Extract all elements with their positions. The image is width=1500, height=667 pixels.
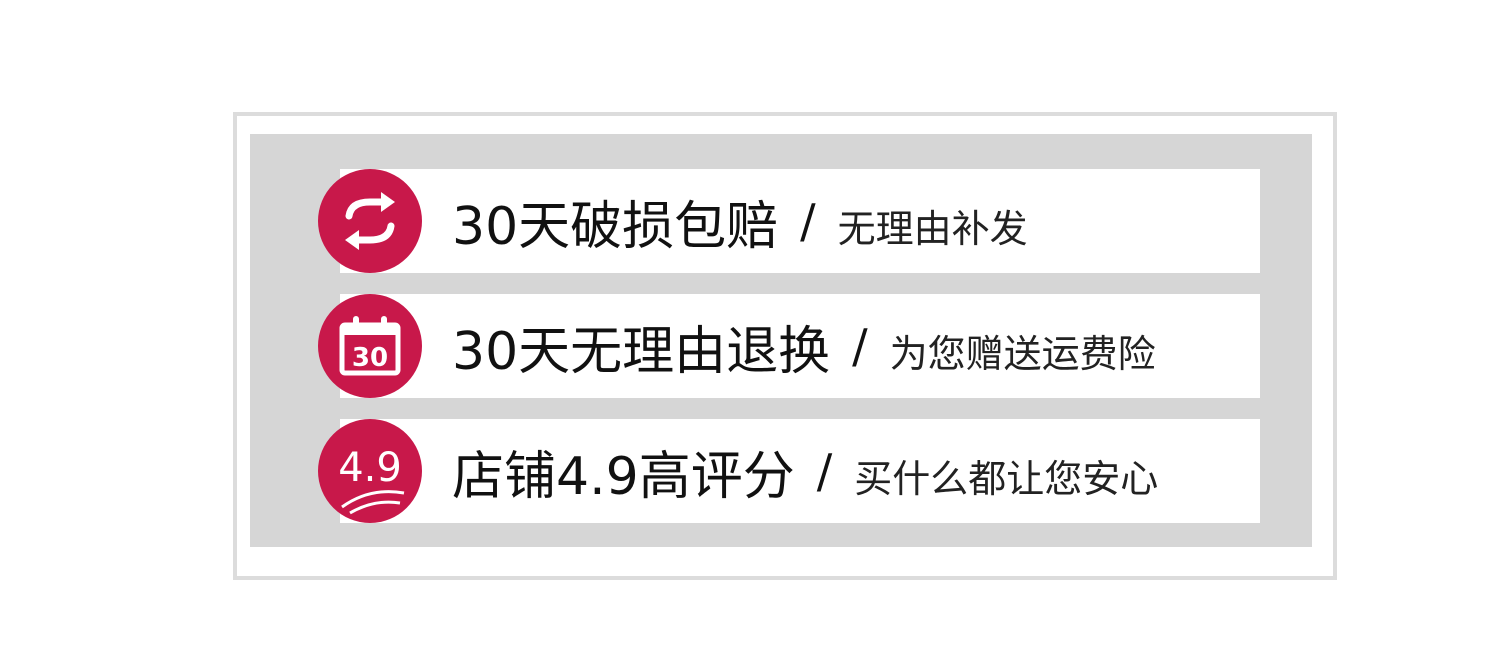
calendar-icon-graphic: 30 [339,316,401,376]
row-sub-text: 无理由补发 [837,206,1028,251]
row-main-text: 30天无理由退换 [452,321,831,382]
row-sub-text: 为您赠送运费险 [889,331,1156,376]
row-main-text: 店铺4.9高评分 [452,446,795,507]
refresh-icon-graphic [345,192,395,250]
row-shop-rating [340,419,1260,523]
row-separator: / [852,319,868,373]
calendar-icon: 30 [318,294,422,398]
rating-number: 4.9 [338,445,402,491]
row-sub-text: 买什么都让您安心 [854,456,1159,501]
row-main-text: 30天破损包赔 [452,196,779,257]
calendar-number: 30 [352,343,388,373]
row-separator: / [816,444,833,498]
row-text-3: 店铺4.9高评分 / 买什么都让您安心 [452,419,1158,523]
row-separator: / [800,194,816,248]
row-text-1: 30天破损包赔 / 无理由补发 [452,169,1028,273]
row-damage-compensation [340,169,1260,273]
row-text-2: 30天无理由退换 / 为您赠送运费险 [452,294,1156,398]
refresh-icon [318,169,422,273]
rating-icon: 4.9 [318,419,422,523]
rating-icon-graphic: 4.9 [338,445,405,515]
row-return-exchange [340,294,1260,398]
